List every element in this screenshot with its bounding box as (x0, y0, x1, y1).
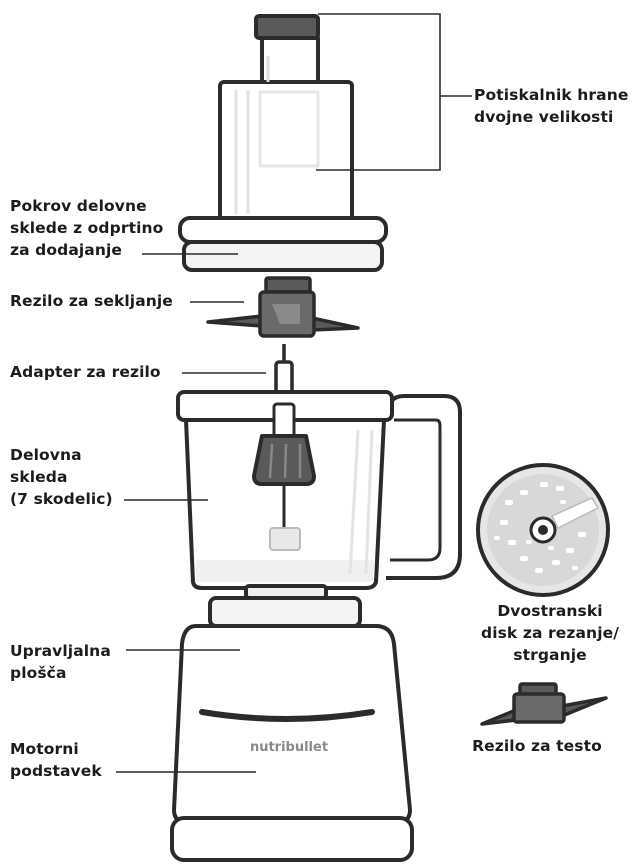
label-blade-adapter: Adapter za rezilo (10, 363, 161, 381)
label-chopping-blade: Rezilo za sekljanje (10, 292, 173, 310)
label-bowl-lid: Pokrov delovne sklede z odprtino za doda… (10, 197, 164, 259)
food-pusher (218, 14, 354, 224)
dough-blade (480, 682, 608, 726)
label-dough-blade: Rezilo za testo (472, 737, 602, 755)
label-food-pusher: Potiskalnik hrane dvojne velikosti (474, 86, 629, 126)
brand-logo: nutribullet (250, 740, 328, 755)
label-control-panel: Upravljalna plošča (10, 642, 111, 682)
chopping-blade (206, 276, 360, 338)
bowl-lid (178, 216, 388, 272)
work-bowl (176, 390, 462, 590)
label-motor-base: Motorni podstavek (10, 740, 102, 780)
motor-base (170, 584, 414, 862)
pusher-leader-line (316, 13, 441, 171)
label-work-bowl: Delovna skleda (7 skodelic) (10, 446, 113, 508)
label-slicing-disc: Dvostranski disk za rezanje/ strganje (481, 602, 619, 664)
slicing-disc (476, 463, 610, 597)
